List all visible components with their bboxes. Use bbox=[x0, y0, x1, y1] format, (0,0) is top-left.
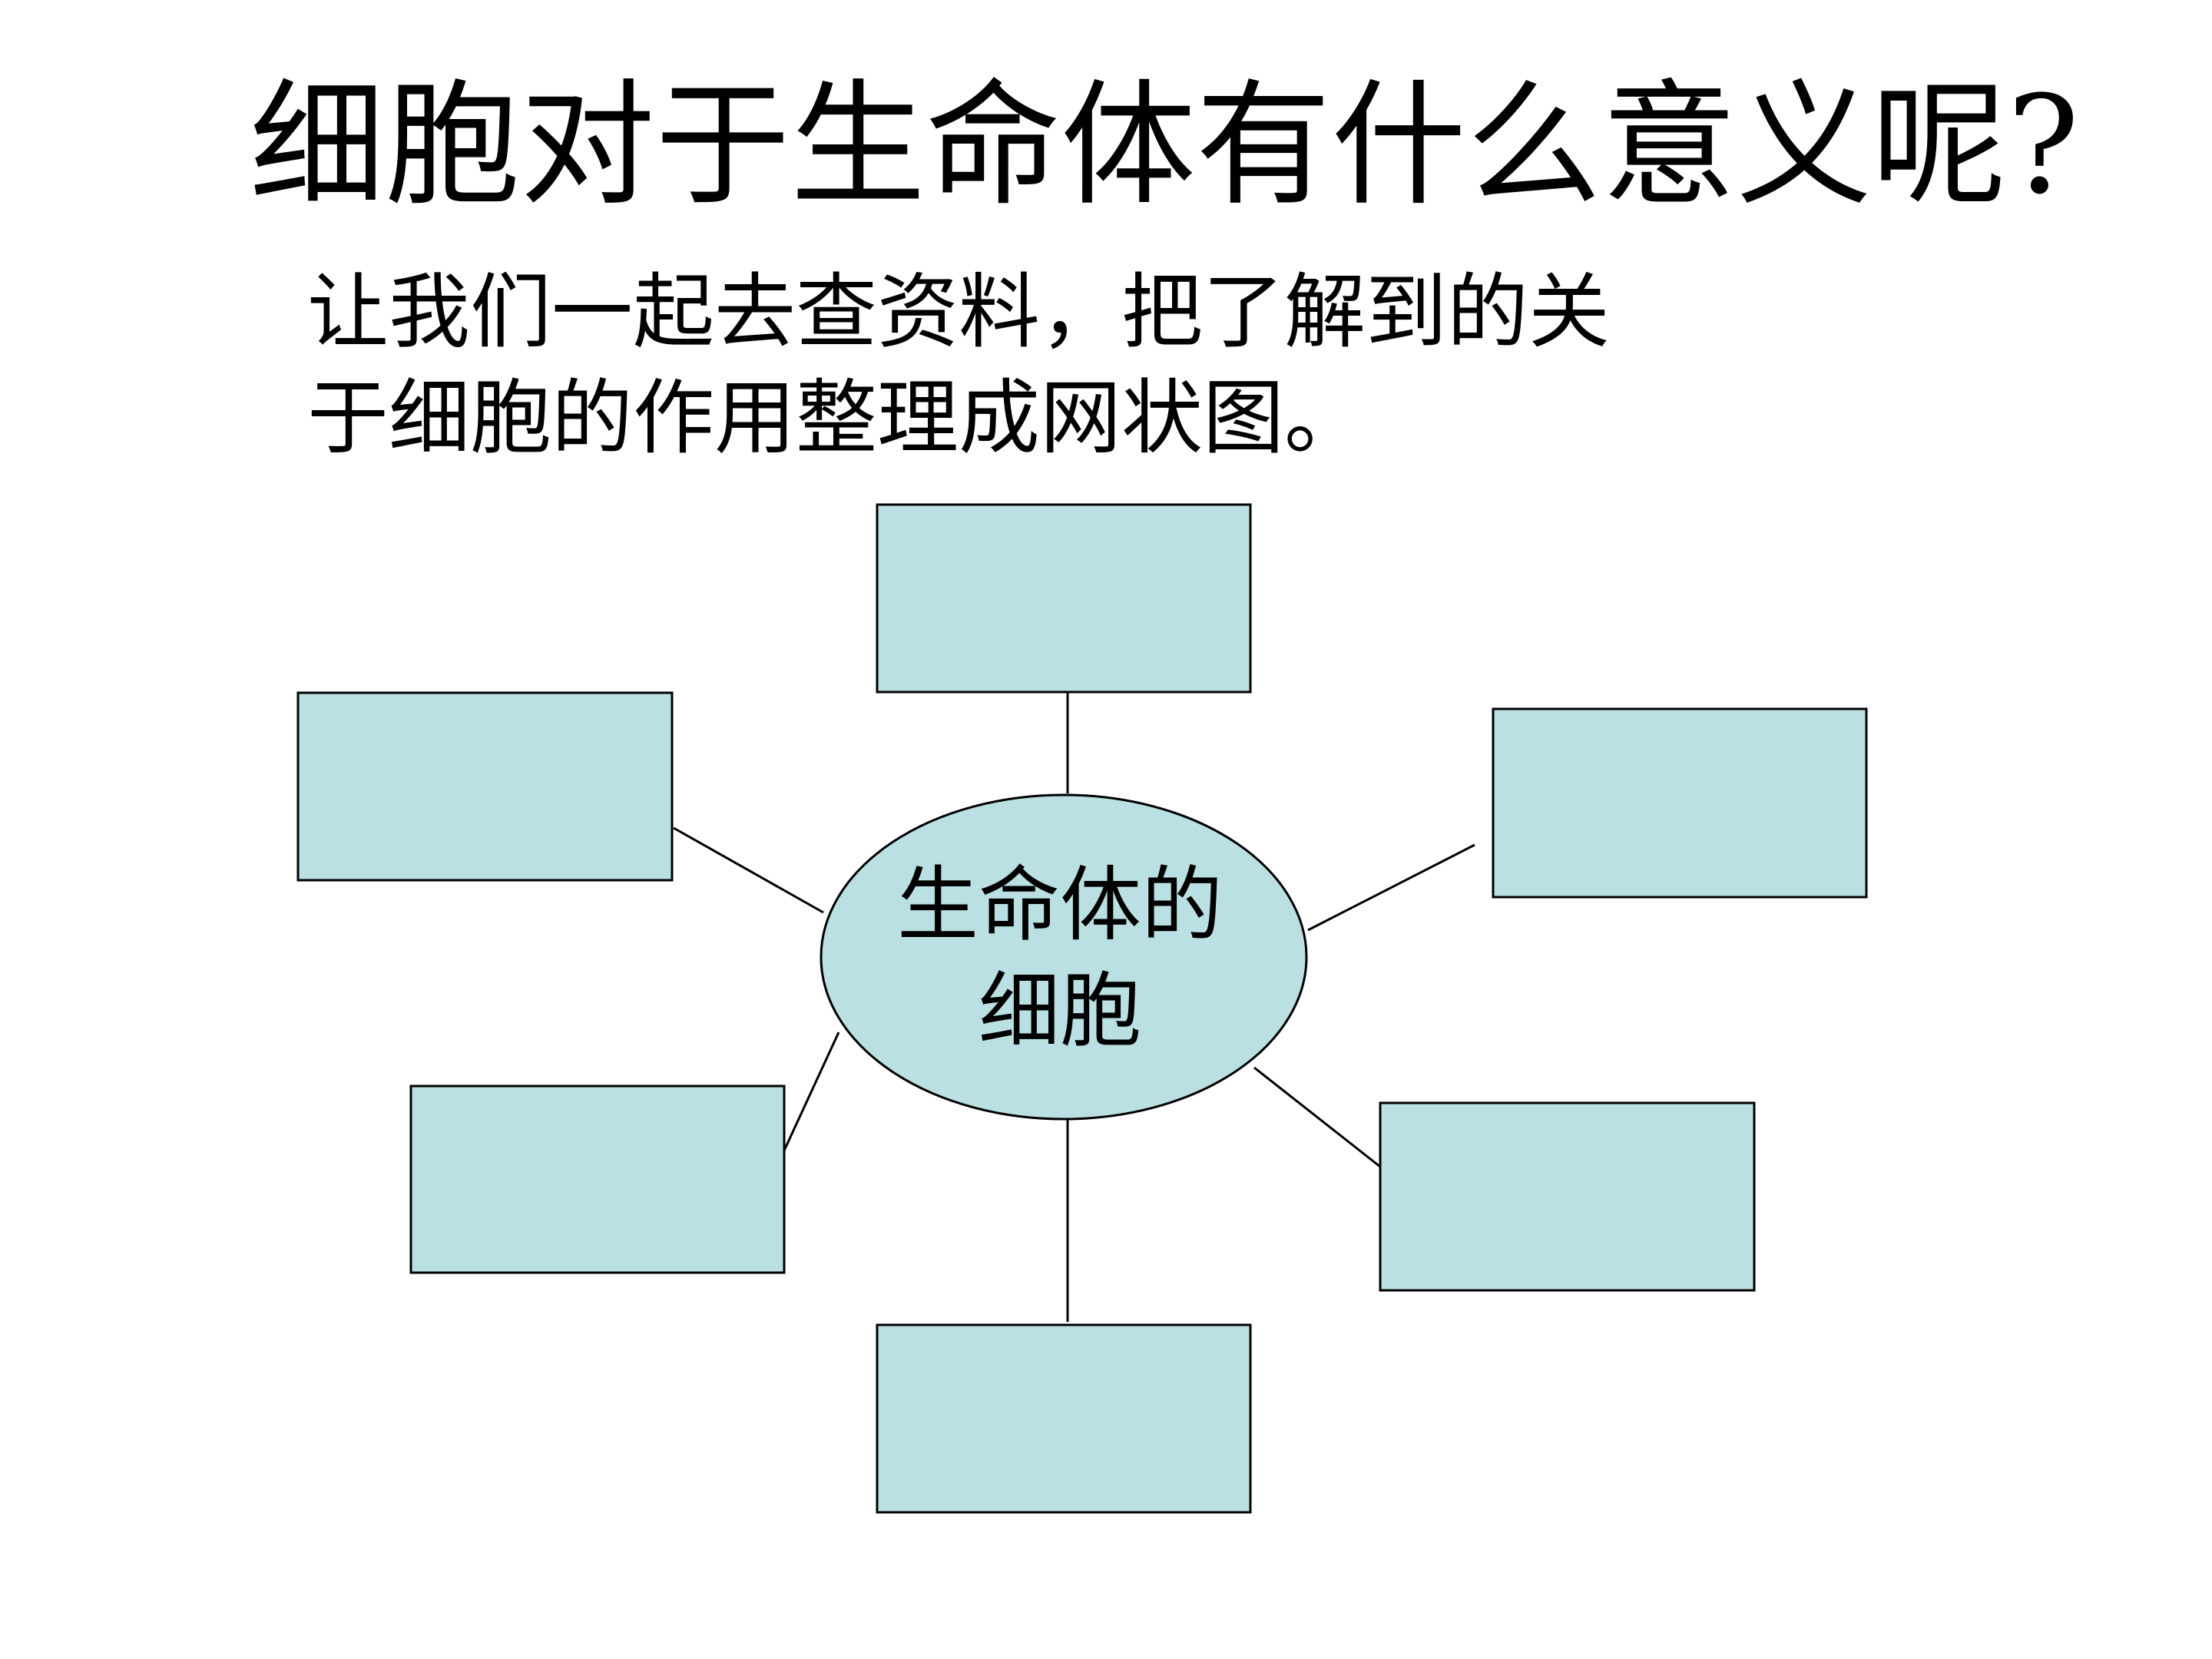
connector-upper-left bbox=[673, 826, 824, 914]
center-label-line-1: 生命体的 bbox=[897, 858, 1223, 952]
web-box-lower-left bbox=[409, 1084, 786, 1274]
instruction-line-2: 于细胞的作用整理成网状图。 bbox=[307, 371, 1366, 465]
web-box-lower-right bbox=[1379, 1101, 1756, 1292]
web-box-top bbox=[876, 503, 1252, 694]
instruction-line-1: 让我们一起去查资料，把了解到的关 bbox=[307, 265, 1610, 359]
web-box-bottom bbox=[876, 1323, 1252, 1514]
center-ellipse bbox=[820, 793, 1308, 1121]
instruction-text: 让我们一起去查资料，把了解到的关 于细胞的作用整理成网状图。 bbox=[307, 260, 1767, 472]
connector-lower-left bbox=[783, 1031, 840, 1151]
center-label-line-2: 细胞 bbox=[979, 964, 1141, 1058]
slide-title: 细胞对于生命体有什么意义呢? bbox=[250, 67, 2080, 224]
web-box-upper-right bbox=[1492, 707, 1868, 899]
connector-upper-right bbox=[1307, 843, 1475, 932]
connector-lower-right bbox=[1253, 1066, 1385, 1171]
center-label: 生命体的 细胞 bbox=[791, 853, 1329, 1065]
web-box-upper-left bbox=[296, 691, 674, 882]
